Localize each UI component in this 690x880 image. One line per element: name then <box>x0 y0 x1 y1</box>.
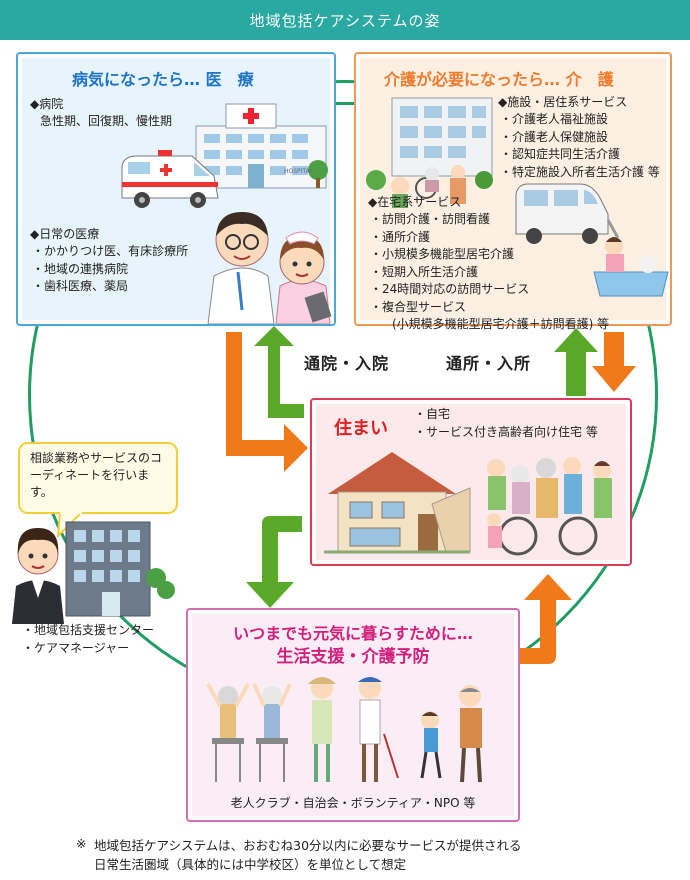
consultation-text: 相談業務やサービスのコーディネートを行います。 <box>30 451 163 499</box>
page-title: 地域包括ケアシステムの姿 <box>249 11 441 30</box>
facility-header: ◆施設・居住系サービス <box>498 95 628 109</box>
arrow-care-to-home <box>592 332 636 392</box>
page-title-banner: 地域包括ケアシステムの姿 <box>0 0 690 40</box>
housing-item: ・サービス付き高齢者向け住宅 等 <box>414 424 598 439</box>
prevention-subtitle: 生活支援・介護予防 <box>276 647 430 667</box>
support-center-illustration <box>12 521 175 624</box>
care-box: 介護が必要になったら… 介 護 ◆施設・居住系サービス ・介護老人福祉施設 ・介… <box>354 52 672 331</box>
family-illustration <box>487 457 612 556</box>
arrow-prevention-to-home <box>520 574 572 664</box>
daily-care-item: ・かかりつけ医、有床診療所 <box>32 244 189 258</box>
hospital-building-icon <box>195 103 328 189</box>
facility-item: ・認知症共同生活介護 <box>500 147 621 161</box>
connector-line <box>336 102 354 105</box>
footnote-line-2: 日常生活圏域（具体的には中学校区）を単位として想定 <box>94 857 407 872</box>
ambulance-icon <box>121 150 219 208</box>
prevention-title: いつまでも元気に暮らすために… <box>233 624 473 643</box>
footnote: 地域包括ケアシステムは、おおむね30分以内に必要なサービスが提供される 日常生活… <box>94 836 654 874</box>
support-center-item: ・ケアマネージャー <box>22 640 130 655</box>
prevention-caption: 老人クラブ・自治会・ボランティア・NPO 等 <box>230 796 476 810</box>
home-service-item: ・訪問介護・訪問看護 <box>370 212 491 226</box>
care-facility-illustration <box>366 97 493 208</box>
daily-care-header: ◆日常の医療 <box>30 227 100 241</box>
daily-care-list: ・かかりつけ医、有床診療所 ・地域の連携病院 ・歯科医療、薬局 <box>32 243 188 296</box>
care-van-icon <box>515 183 620 244</box>
support-center-list: ・地域包括支援センター ・ケアマネージャー <box>22 622 154 657</box>
flow-label-hospital: 通院・入院 <box>304 354 390 373</box>
care-title: 介護が必要になったら… 介 護 <box>384 70 614 89</box>
bath-care-illustration <box>593 237 669 297</box>
hospital-header: ◆病院 <box>30 97 64 111</box>
housing-title: 住まい <box>334 418 388 439</box>
arrow-home-to-care <box>554 328 598 396</box>
elderly-activities-illustration <box>206 677 482 783</box>
doctor-nurse-illustration <box>207 212 332 324</box>
consultation-bubble: 相談業務やサービスのコーディネートを行います。 <box>18 442 178 514</box>
facility-item: ・介護老人保健施設 <box>500 129 609 144</box>
facility-list: ・介護老人福祉施設 ・介護老人保健施設 ・認知症共同生活介護 ・特定施設入所者生… <box>500 111 660 181</box>
home-service-item: ・短期入所生活介護 <box>370 264 479 279</box>
home-service-list: ・訪問介護・訪問看護 ・通所介護 ・小規模多機能型居宅介護 ・短期入所生活介護 … <box>370 211 609 334</box>
hospital-sign: HOSPITAL <box>284 168 314 175</box>
home-service-item: ・小規模多機能型居宅介護 <box>370 247 515 261</box>
house-illustration <box>324 452 471 554</box>
flow-label-daycare: 通所・入所 <box>446 354 532 373</box>
arrow-medical-to-home <box>226 332 308 472</box>
hospital-items: 急性期、回復期、慢性期 <box>40 114 173 128</box>
arrow-home-to-prevention <box>246 516 302 608</box>
housing-box: 住まい ・自宅 ・サービス付き高齢者向け住宅 等 <box>310 398 632 566</box>
facility-item: ・特定施設入所者生活介護 等 <box>500 164 660 179</box>
footnote-mark: ※ <box>76 836 87 851</box>
arrow-home-to-medical <box>254 326 304 418</box>
prevention-box: いつまでも元気に暮らすために… 生活支援・介護予防 老人クラブ・自治会・ボランテ… <box>186 608 520 822</box>
support-center-item: ・地域包括支援センター <box>22 623 155 637</box>
housing-item: ・自宅 <box>414 407 451 421</box>
daily-care-item: ・地域の連携病院 <box>32 261 129 276</box>
facility-item: ・介護老人福祉施設 <box>500 112 609 126</box>
home-service-item: ・24時間対応の訪問サービス <box>370 282 530 296</box>
home-service-header: ◆在宅系サービス <box>368 195 462 209</box>
footnote-line-1: 地域包括ケアシステムは、おおむね30分以内に必要なサービスが提供される <box>94 838 522 853</box>
home-service-item: ・通所介護 <box>370 229 431 244</box>
medical-box: 病気になったら… 医 療 ◆病院 急性期、回復期、慢性期 HOSPITAL ◆日… <box>16 52 336 326</box>
daily-care-item: ・歯科医療、薬局 <box>32 279 129 293</box>
housing-list: ・自宅 ・サービス付き高齢者向け住宅 等 <box>414 406 598 441</box>
home-service-item-extra: (小規模多機能型居宅介護＋訪問看護) 等 <box>392 317 610 331</box>
home-service-item: ・複合型サービス <box>370 299 467 314</box>
medical-title: 病気になったら… 医 療 <box>72 70 254 89</box>
